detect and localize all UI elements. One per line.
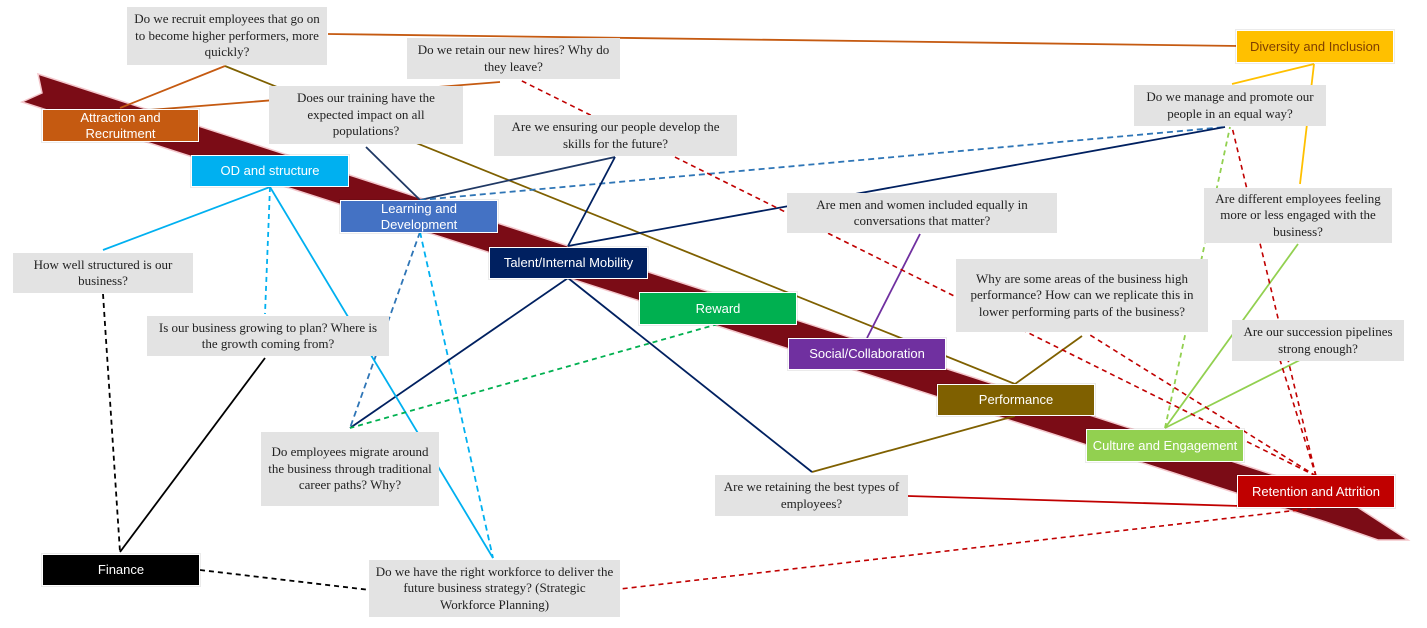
category-attraction-recruitment: Attraction and Recruitment	[42, 109, 199, 142]
connector-diversity-promote	[1231, 63, 1315, 85]
connector-retention-retaining	[907, 495, 1241, 507]
connector-performance-retaining	[811, 415, 1016, 473]
connector-finance-workforce	[199, 569, 371, 591]
category-learning-development: Learning and Development	[340, 200, 498, 233]
category-performance: Performance	[937, 384, 1095, 416]
connector-talent-retaining	[567, 277, 813, 473]
question-business-structure: How well structured is our business?	[13, 253, 193, 293]
connector-retention-promote	[1231, 126, 1317, 477]
category-od-structure: OD and structure	[191, 155, 349, 187]
connector-talent-migrate	[349, 277, 569, 429]
category-talent-mobility: Talent/Internal Mobility	[489, 247, 648, 279]
connector-talent-promote	[567, 126, 1226, 247]
connector-social-menwomen	[866, 233, 921, 339]
question-career-migration: Do employees migrate around the business…	[261, 432, 439, 506]
connector-finance-structured	[102, 293, 121, 553]
connector-learning-promote	[419, 126, 1226, 201]
connector-performance-highperf	[1014, 335, 1083, 385]
category-retention-attrition: Retention and Attrition	[1237, 475, 1395, 508]
connector-od-structured	[102, 186, 271, 251]
connector-finance-growing	[119, 357, 266, 553]
connector-retention-workforce	[619, 507, 1317, 590]
connector-learning-skills	[419, 156, 616, 201]
connector-attraction-recruit	[119, 65, 226, 109]
category-reward: Reward	[639, 292, 797, 325]
connector-retention-succession	[1279, 359, 1317, 477]
question-growth-plan: Is our business growing to plan? Where i…	[147, 316, 389, 356]
question-recruit-performers: Do we recruit employees that go on to be…	[127, 7, 327, 65]
category-diversity-inclusion: Diversity and Inclusion	[1236, 30, 1394, 63]
connector-culture-succession	[1164, 359, 1301, 429]
question-high-performance-areas: Why are some areas of the business high …	[956, 259, 1208, 332]
connector-od-workforce	[269, 186, 494, 559]
category-finance: Finance	[42, 554, 200, 586]
connector-learning-training	[365, 146, 421, 201]
connector-recruit-diversity	[327, 33, 1241, 47]
question-men-women-inclusion: Are men and women included equally in co…	[787, 193, 1057, 233]
connector-culture-engaged	[1164, 243, 1299, 429]
category-social-collaboration: Social/Collaboration	[788, 338, 946, 370]
question-future-skills: Are we ensuring our people develop the s…	[494, 115, 737, 156]
connector-talent-skills	[567, 156, 616, 247]
connector-reward-migrate	[349, 323, 719, 429]
category-culture-engagement: Culture and Engagement	[1086, 429, 1244, 462]
question-retain-new-hires: Do we retain our new hires? Why do they …	[407, 38, 620, 79]
question-retaining-best: Are we retaining the best types of emplo…	[715, 475, 908, 516]
question-training-impact: Does our training have the expected impa…	[269, 86, 463, 144]
question-equal-promotion: Do we manage and promote our people in a…	[1134, 85, 1326, 126]
connector-od-growing	[264, 186, 271, 315]
question-strategic-workforce: Do we have the right workforce to delive…	[369, 560, 620, 617]
question-employee-engagement: Are different employees feeling more or …	[1204, 188, 1392, 243]
connector-learning-workforce	[419, 231, 494, 559]
question-succession-pipelines: Are our succession pipelines strong enou…	[1232, 320, 1404, 361]
